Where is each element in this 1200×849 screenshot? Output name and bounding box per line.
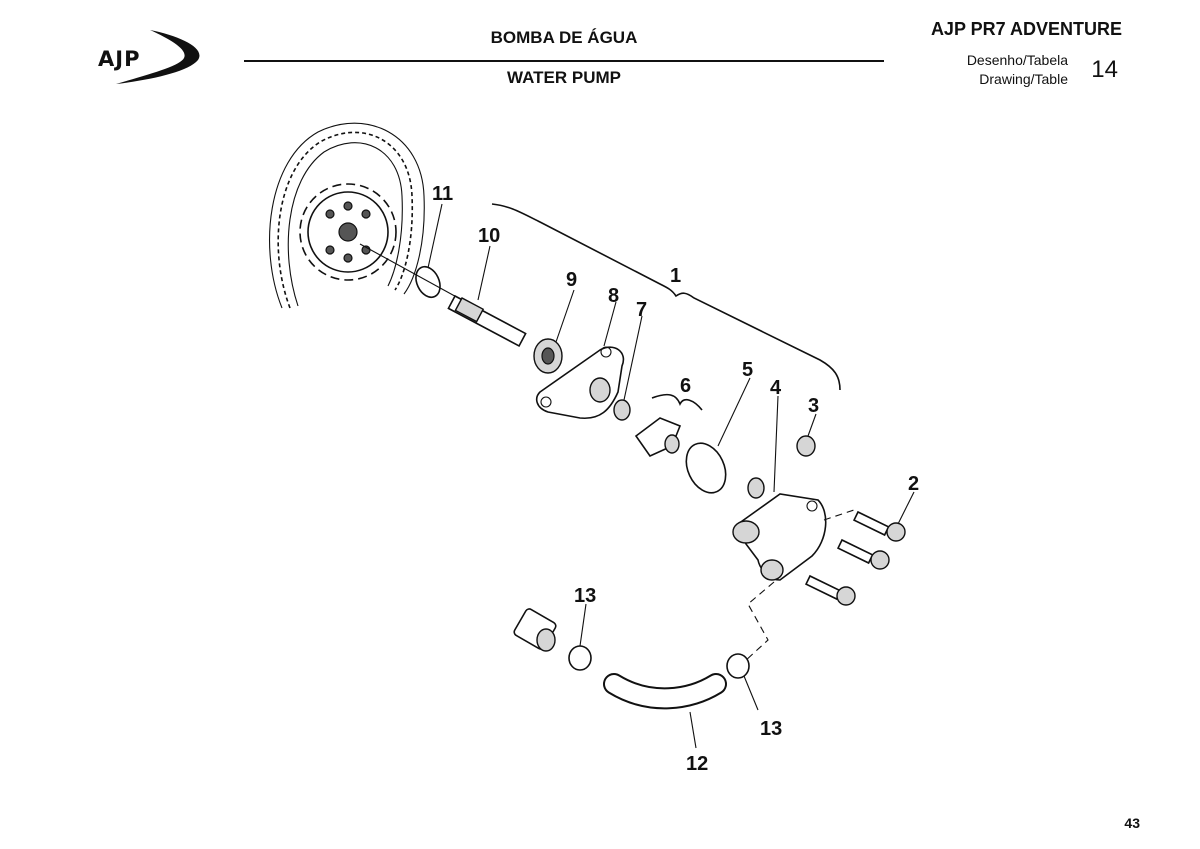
callout-12: 12 xyxy=(686,753,708,775)
callout-13-bottom: 13 xyxy=(760,718,782,740)
drawing-number: 14 xyxy=(1091,56,1118,83)
part-8-housing-cover xyxy=(535,346,625,419)
callout-5: 5 xyxy=(742,359,753,381)
part-2-bolts xyxy=(804,509,906,606)
ajp-logo: AJP xyxy=(98,30,200,84)
part-6-brace xyxy=(651,393,703,411)
callout-labels: 1 2 3 4 5 6 7 8 9 10 11 12 13 13 xyxy=(432,183,919,775)
callout-7: 7 xyxy=(636,299,647,321)
page-title-en: WATER PUMP xyxy=(507,68,621,87)
drawing-table-label: Desenho/Tabela Drawing/Table xyxy=(967,51,1068,89)
callout-8: 8 xyxy=(608,285,619,307)
part-5-o-ring xyxy=(685,442,727,494)
page-title-pt: BOMBA DE ÁGUA xyxy=(490,28,638,47)
part-6-impeller xyxy=(634,417,682,458)
callout-11: 11 xyxy=(432,183,453,205)
pump-body xyxy=(732,493,827,581)
callout-1: 1 xyxy=(670,265,681,287)
part-12-hose-fill xyxy=(605,675,725,708)
callout-13-top: 13 xyxy=(574,585,596,607)
callout-2: 2 xyxy=(908,473,919,495)
part-11-o-ring xyxy=(415,265,441,299)
part-9-bearing xyxy=(533,338,563,374)
part-4-bushing xyxy=(747,477,765,499)
axis-line-main xyxy=(359,243,463,301)
callout-4: 4 xyxy=(770,377,782,399)
logo-text: AJP xyxy=(98,47,140,71)
part-13-clamp-right xyxy=(726,653,750,679)
callout-6: 6 xyxy=(680,375,691,397)
part-13-clamp-left xyxy=(568,645,592,671)
part-3-bushing xyxy=(796,435,816,457)
leader-lines xyxy=(427,203,915,749)
logo-swoosh xyxy=(116,30,200,84)
callout-9: 9 xyxy=(566,269,577,291)
part-10-shaft xyxy=(447,294,527,348)
title-divider xyxy=(244,60,884,62)
model-name: AJP PR7 ADVENTURE xyxy=(930,19,1122,39)
callout-10: 10 xyxy=(478,225,500,247)
part-7-seal xyxy=(613,399,631,421)
drawing-label-pt: Desenho/Tabela xyxy=(966,52,1068,68)
drawing-label-en: Drawing/Table xyxy=(979,71,1068,87)
hose-path-line xyxy=(743,581,775,663)
sprocket xyxy=(299,183,397,281)
page-number: 43 xyxy=(1124,815,1140,831)
hose-fitting xyxy=(513,608,557,652)
callout-3: 3 xyxy=(808,395,819,417)
part-1-brace xyxy=(491,203,841,391)
drive-chain xyxy=(269,122,425,309)
